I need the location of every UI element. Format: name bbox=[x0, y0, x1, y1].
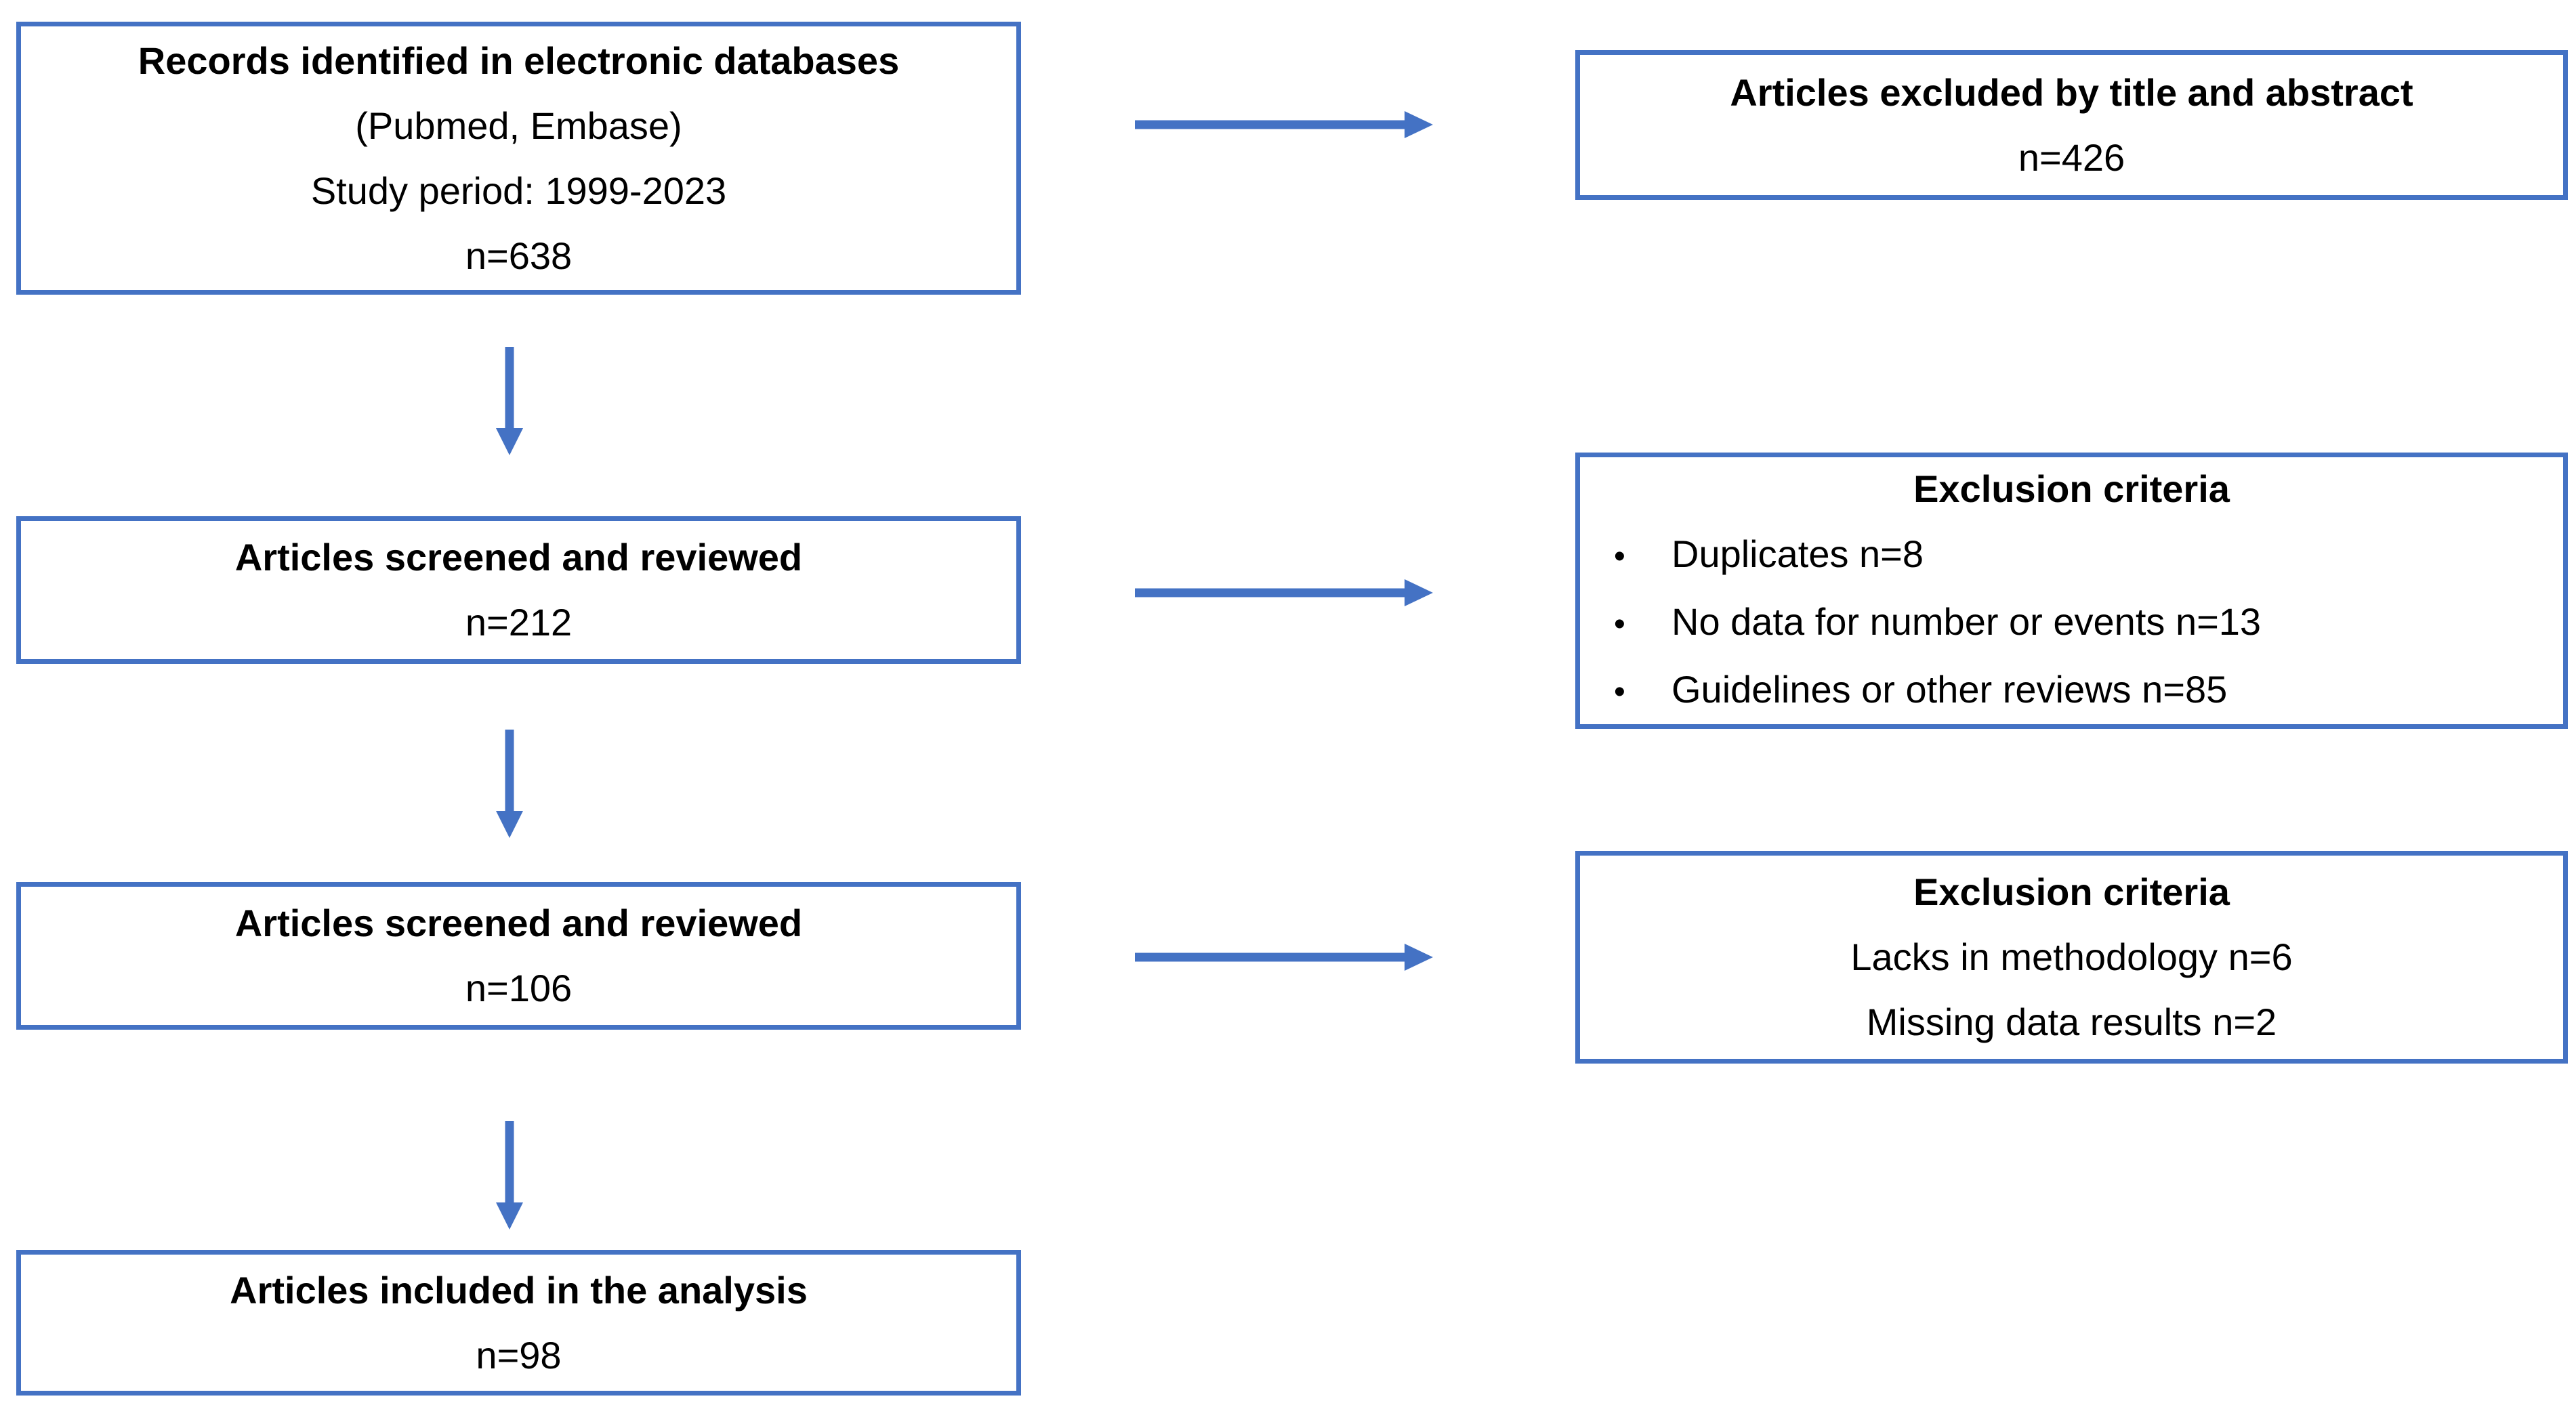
box-count: n=98 bbox=[476, 1333, 562, 1377]
box-exclusion-criteria-1: Exclusion criteria Duplicates n=8 No dat… bbox=[1575, 453, 2568, 729]
box-articles-included: Articles included in the analysis n=98 bbox=[16, 1250, 1021, 1396]
down-arrow-icon-3 bbox=[496, 1121, 523, 1230]
box-title: Records identified in electronic databas… bbox=[138, 39, 900, 82]
bullet-icon bbox=[1614, 524, 1671, 589]
bullet-item: Guidelines or other reviews n=85 bbox=[1614, 657, 2563, 725]
box-title: Exclusion criteria bbox=[1913, 467, 2230, 510]
bullet-item: Duplicates n=8 bbox=[1614, 522, 2563, 589]
box-line-period: Study period: 1999-2023 bbox=[310, 169, 727, 212]
box-line-missing-data: Missing data results n=2 bbox=[1866, 1001, 2277, 1043]
box-count: n=106 bbox=[465, 967, 573, 1009]
box-title: Articles excluded by title and abstract bbox=[1730, 70, 2413, 114]
down-arrow-icon-2 bbox=[496, 730, 523, 838]
bullet-icon bbox=[1614, 592, 1671, 657]
bullet-text: No data for number or events n=13 bbox=[1671, 600, 2262, 643]
bullet-item: No data for number or events n=13 bbox=[1614, 589, 2563, 657]
box-title: Articles screened and reviewed bbox=[234, 902, 803, 944]
box-articles-screened-2: Articles screened and reviewed n=106 bbox=[16, 882, 1021, 1030]
box-title: Articles screened and reviewed bbox=[234, 536, 803, 579]
box-count: n=426 bbox=[2018, 135, 2125, 179]
box-title: Exclusion criteria bbox=[1913, 871, 2230, 913]
box-line-sources: (Pubmed, Embase) bbox=[355, 104, 682, 147]
exclusion-bullet-list: Duplicates n=8 No data for number or eve… bbox=[1580, 522, 2563, 725]
right-arrow-icon-2 bbox=[1135, 579, 1433, 606]
right-arrow-icon-3 bbox=[1135, 944, 1433, 971]
box-title: Articles included in the analysis bbox=[230, 1268, 808, 1312]
bullet-icon bbox=[1614, 660, 1671, 725]
box-articles-screened-1: Articles screened and reviewed n=212 bbox=[16, 516, 1021, 664]
box-exclusion-criteria-2: Exclusion criteria Lacks in methodology … bbox=[1575, 851, 2568, 1064]
box-line-methodology: Lacks in methodology n=6 bbox=[1850, 936, 2293, 978]
box-count: n=212 bbox=[465, 601, 573, 644]
box-records-identified: Records identified in electronic databas… bbox=[16, 22, 1021, 295]
down-arrow-icon-1 bbox=[496, 347, 523, 455]
right-arrow-icon-1 bbox=[1135, 111, 1433, 138]
bullet-text: Duplicates n=8 bbox=[1671, 532, 1924, 575]
bullet-text: Guidelines or other reviews n=85 bbox=[1671, 668, 2228, 711]
box-articles-excluded-title-abstract: Articles excluded by title and abstract … bbox=[1575, 50, 2568, 200]
box-count: n=638 bbox=[465, 234, 573, 277]
